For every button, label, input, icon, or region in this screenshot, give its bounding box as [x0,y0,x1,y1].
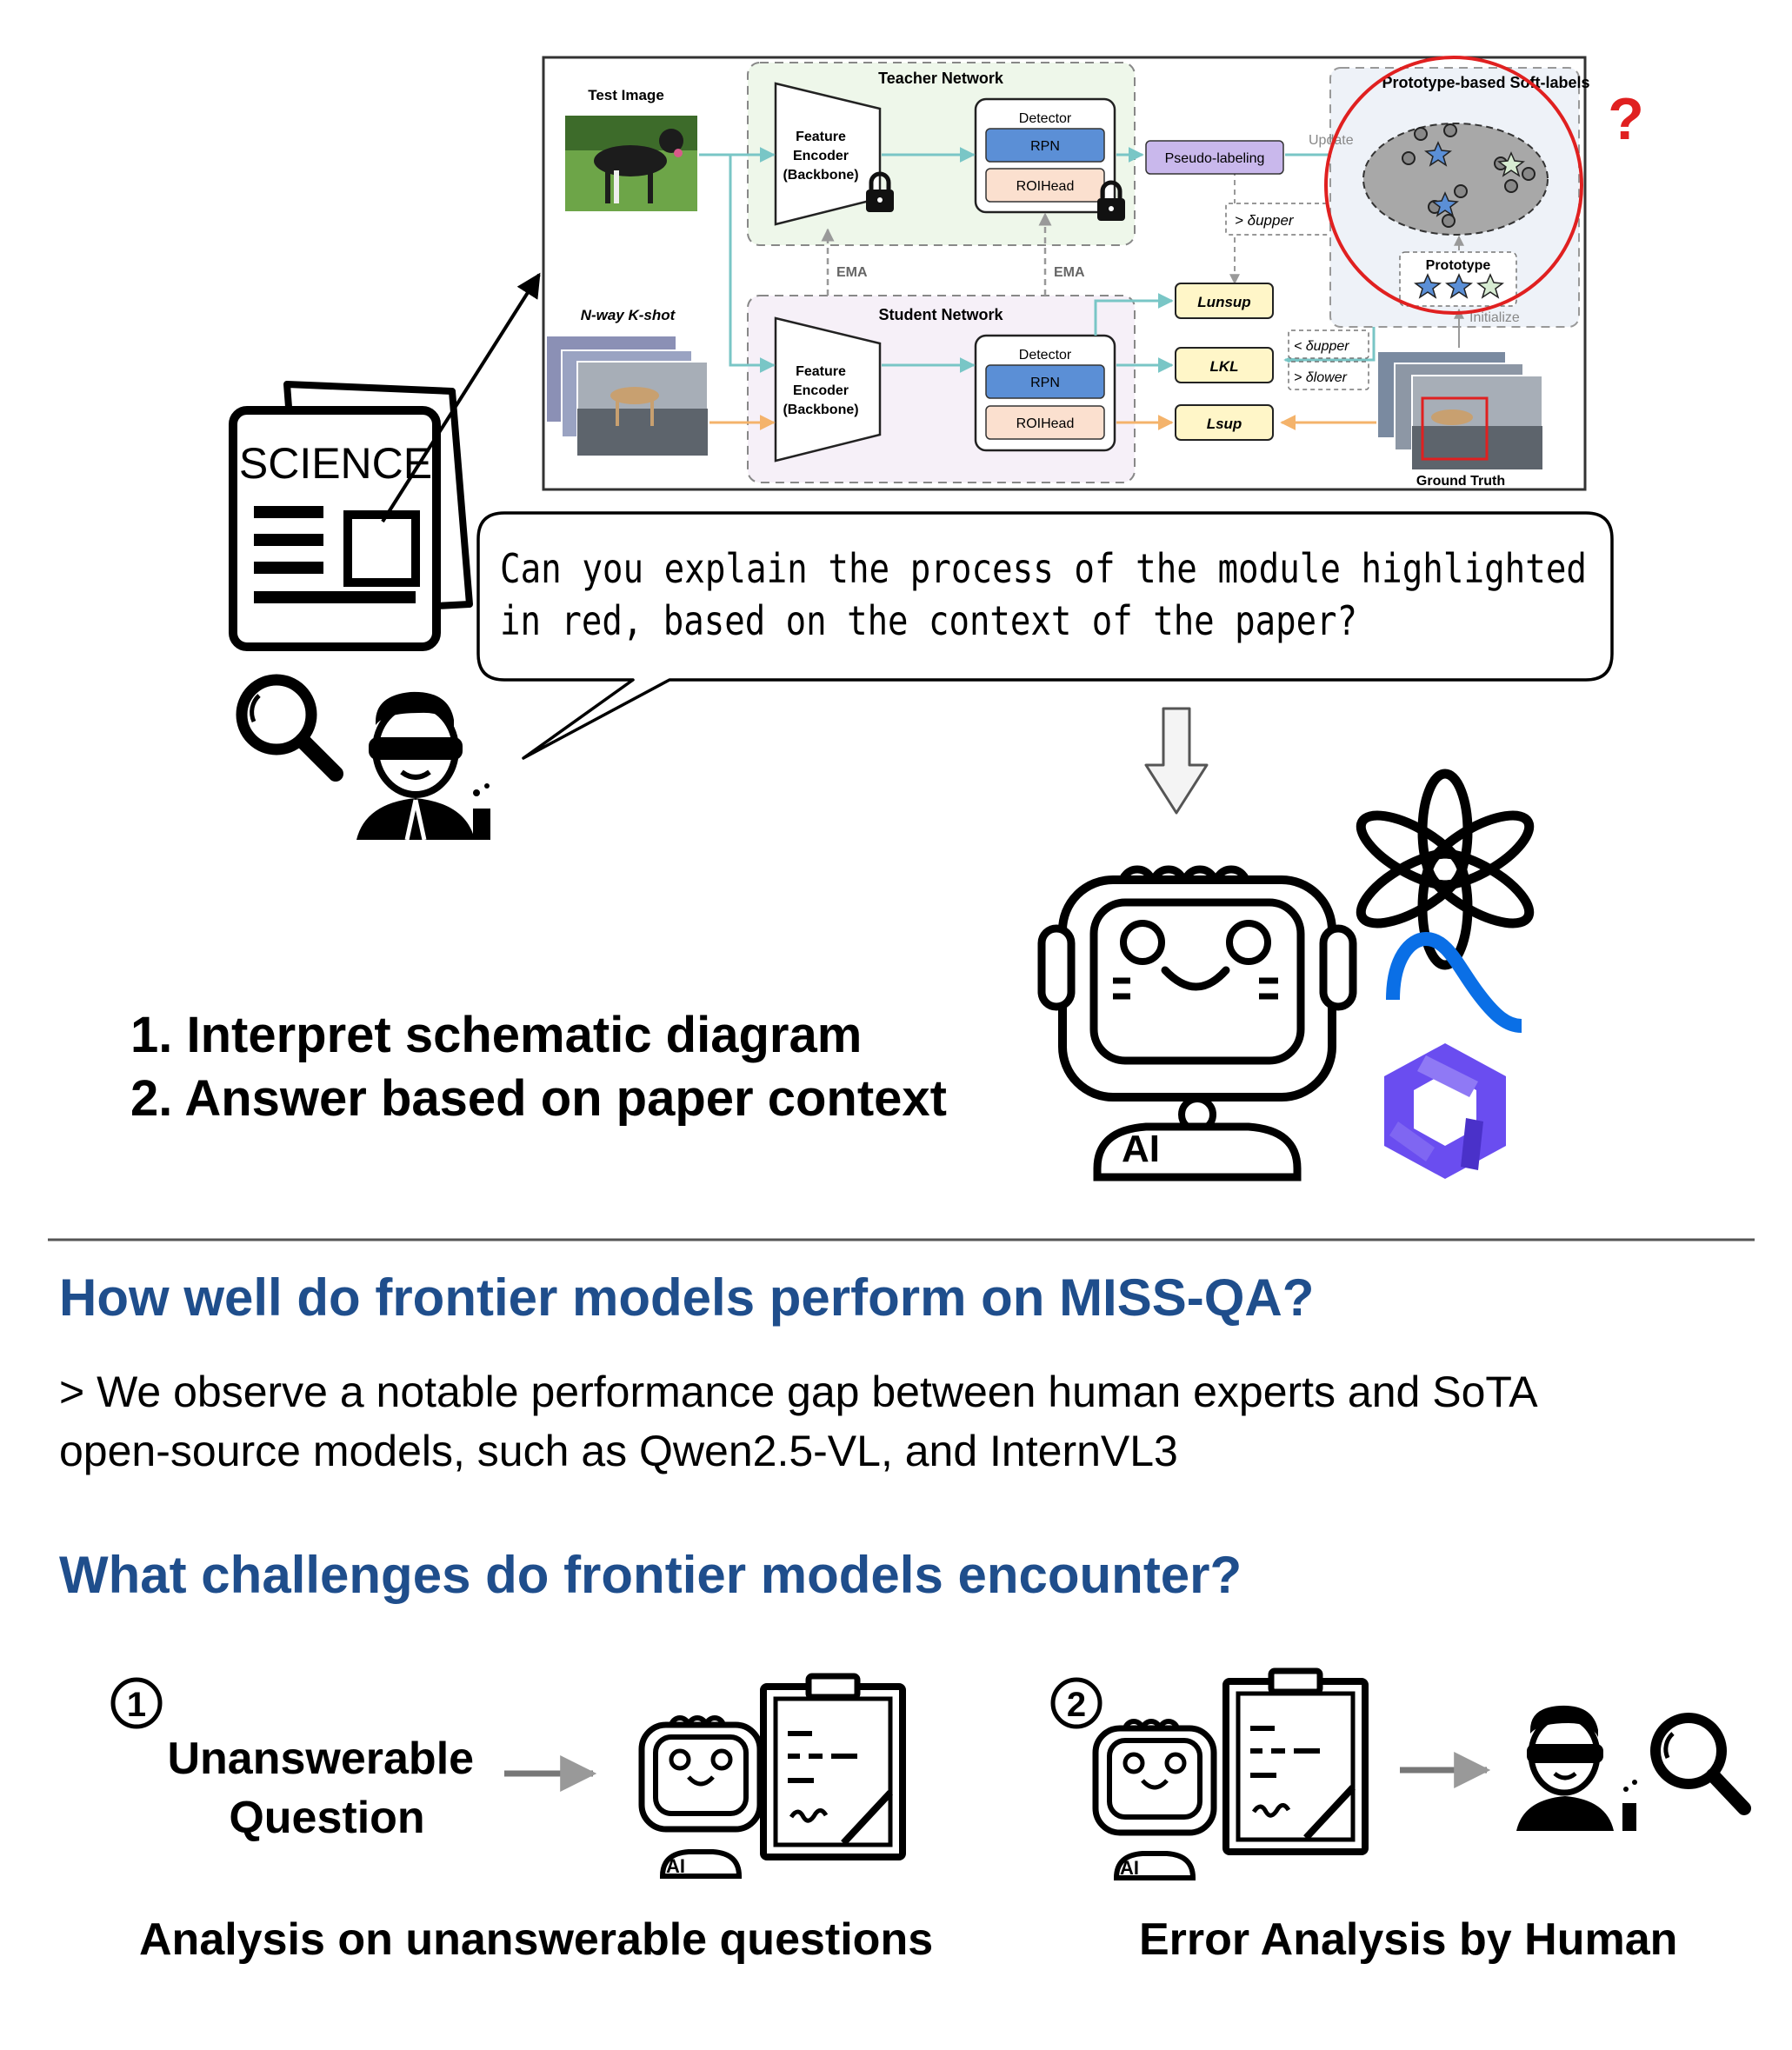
update-label: Update [1309,133,1354,148]
prototype-stars [1414,273,1504,299]
ema-label-right: EMA [1054,265,1085,280]
teacher-detector-label: Detector [1019,111,1072,126]
prototype-label: Prototype [1426,258,1491,273]
method-figure: Test Image N-way K-shot Teacher Network [542,56,1644,491]
scientist-icon-2 [1516,1705,1637,1831]
teacher-rpn-label: RPN [1030,139,1060,154]
loss-kl: LKL [1209,358,1238,375]
item2-number: 2 [1067,1686,1086,1724]
red-highlight-circle [1324,56,1583,315]
clipboard-icon-2 [1222,1667,1369,1855]
clipboard-icon [760,1673,906,1860]
teacher-network-title: Teacher Network [878,70,1004,87]
section1-heading: How well do frontier models perform on M… [59,1268,1314,1327]
teacher-roihead-label: ROIHead [1016,179,1075,194]
loss-unsup: Lunsup [1197,294,1250,310]
svg-text:AI: AI [1120,1857,1139,1879]
question-text: Can you explain the process of the modul… [500,545,1611,644]
pseudo-labeling-box: Pseudo-labeling [1165,151,1265,166]
robot-ai-label: AI [1122,1128,1160,1170]
test-image-dog-photo [565,116,697,211]
lock-icon [1097,180,1125,221]
section1-body: > We observe a notable performance gap b… [59,1368,1548,1475]
prototype-soft-labels-title: Prototype-based Soft-labels [1382,74,1589,91]
task-item-2: 2. Answer based on paper context [130,1070,947,1127]
science-paper-icon: SCIENCE [229,381,473,651]
ai-robot-icon [1037,865,1357,1181]
loss-sup: Lsup [1207,416,1242,432]
item1-number-circle [110,1677,163,1729]
delta-lower-gt-label: > δlower [1294,370,1348,385]
task-item-1: 1. Interpret schematic diagram [130,1007,862,1063]
magnifier-icon-2 [1650,1713,1751,1815]
ground-truth-label: Ground Truth [1416,474,1505,489]
lock-icon [866,171,894,212]
initialize-label: Initialize [1469,310,1520,325]
speech-bubble [476,511,1614,760]
svg-text:AI: AI [666,1855,685,1877]
scientist-icon [356,691,490,841]
small-robot-icon-2: AI [1092,1719,1217,1880]
red-question-mark: ? [1608,86,1644,152]
item1-number: 1 [127,1686,146,1724]
item2-number-circle [1050,1677,1103,1729]
small-robot-icon: AI [638,1715,763,1879]
section2-heading: What challenges do frontier models encou… [59,1546,1242,1604]
star-markers [1424,141,1525,217]
student-roihead-label: ROIHead [1016,416,1075,431]
ground-truth-images [1376,350,1543,470]
delta-upper-gt-label: > δupper [1235,212,1295,229]
meta-logo-icon [1386,932,1522,1033]
cluster-points [1402,123,1536,228]
support-images-stack [545,335,709,456]
pointer-arrow [381,272,541,523]
test-image-label: Test Image [588,87,664,103]
student-detector-label: Detector [1019,348,1072,363]
science-label: SCIENCE [239,439,432,488]
magnifier-icon [236,674,343,782]
student-rpn-label: RPN [1030,376,1060,390]
item2-caption: Error Analysis by Human [1139,1914,1677,1965]
student-network-title: Student Network [878,306,1003,323]
delta-upper-lt-label: < δupper [1294,339,1349,354]
openai-logo-icon [1356,769,1535,970]
item1-caption: Analysis on unanswerable questions [139,1914,933,1965]
ema-label-left: EMA [836,265,868,280]
qwen-logo-icon [1384,1043,1506,1179]
down-arrow [1144,707,1209,815]
nway-kshot-label: N-way K-shot [581,307,676,323]
unanswerable-question-label: Unanswerable Question [167,1734,486,1843]
